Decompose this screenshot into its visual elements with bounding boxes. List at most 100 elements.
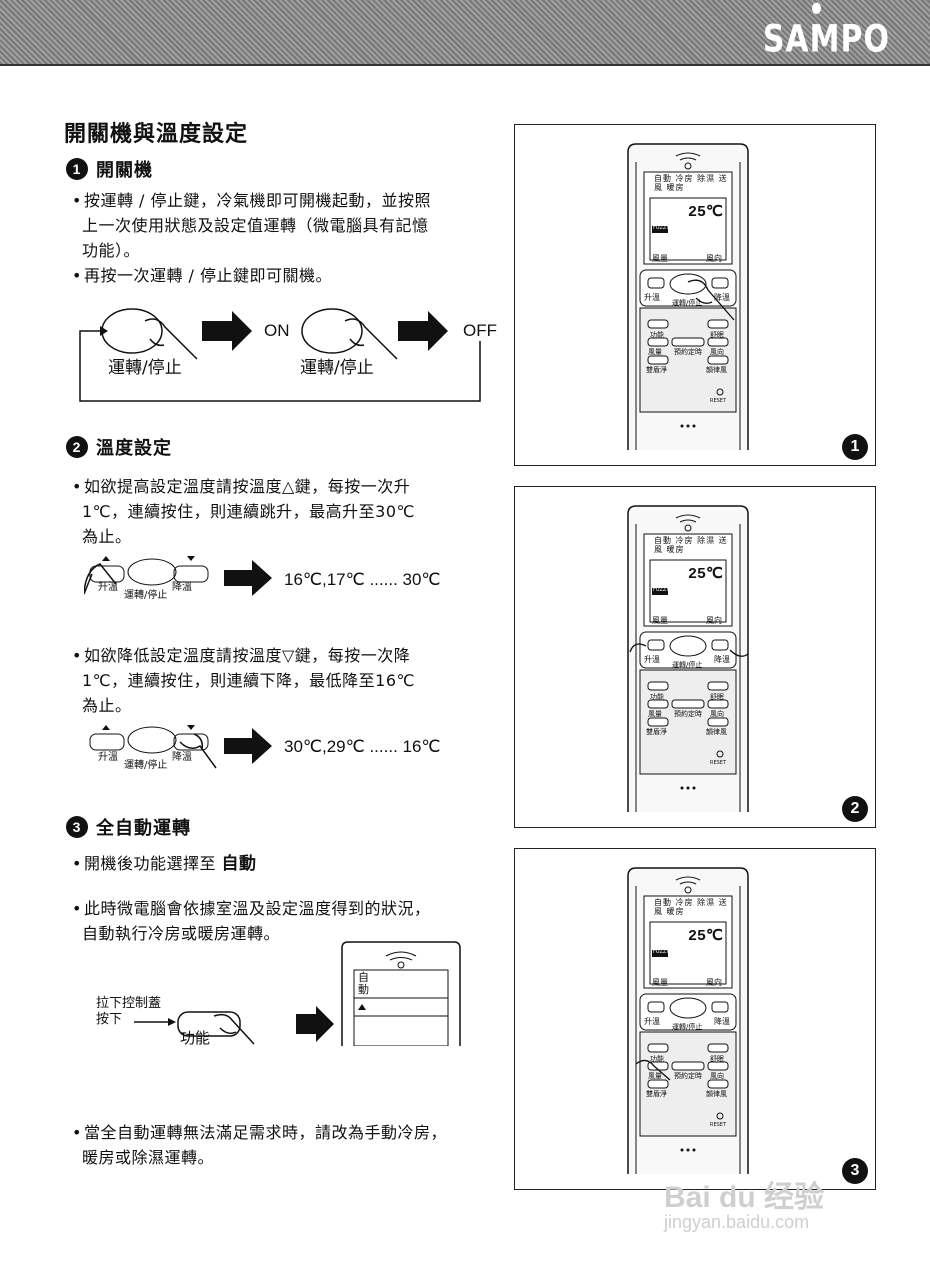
lcd-dir: 風向 (706, 978, 722, 987)
s2-up-line-3: 為止。 (82, 527, 132, 546)
btn-run[interactable]: 運轉/停止 (672, 1023, 703, 1031)
func-label: 功能 (180, 1029, 211, 1047)
header-rule (0, 64, 930, 66)
btn-reset[interactable]: RESET (710, 760, 727, 766)
s2-up-line-2: 1℃，連續按住，則連續跳升，最高升至30℃ (82, 502, 415, 521)
panel-badge-3: 3 (842, 1158, 868, 1184)
temp-down-diagram (89, 725, 272, 769)
btn-reset[interactable]: RESET (710, 398, 727, 404)
watermark-url: jingyan.baidu.com (664, 1212, 810, 1232)
btn-up[interactable]: 升溫 (644, 1017, 660, 1026)
lcd-temp: 25℃ (688, 204, 723, 221)
header-band (0, 0, 930, 64)
brand-logo: SAMPO (763, 2, 890, 61)
section2-heading: 2 溫度設定 (66, 434, 172, 460)
s2-down-line-3: 為止。 (82, 696, 132, 715)
btn-timer[interactable]: 預約定時 (674, 710, 702, 718)
btn-dir[interactable]: 風向 (710, 710, 724, 718)
run-stop-label-2: 運轉/停止 (300, 358, 374, 378)
section1-number: 1 (66, 158, 88, 180)
btn-reset[interactable]: RESET (710, 1122, 727, 1128)
section3-line2: 此時微電腦會依據室溫及設定溫度得到的狀況， 自動執行冷房或暖房運轉。 (72, 896, 512, 946)
btn-dir[interactable]: 風向 (710, 348, 724, 356)
btn-dir[interactable]: 風向 (710, 1072, 724, 1080)
btn-down[interactable]: 降溫 (714, 293, 730, 302)
s3-line1-emph: 自動 (221, 854, 257, 874)
btn-func[interactable]: 功能 (650, 331, 664, 339)
run-btn-label: 運轉/停止 (124, 590, 168, 601)
fuzzy-indicator: FUZZY (653, 949, 670, 955)
fuzzy-indicator: FUZZY (653, 587, 670, 593)
fuzzy-indicator: FUZZY (653, 225, 670, 231)
section2-title: 溫度設定 (96, 438, 172, 459)
on-off-diagram (79, 308, 481, 402)
btn-fan[interactable]: 風量 (648, 348, 662, 356)
s3-line1-prefix: 開機後功能選擇至 (72, 854, 216, 873)
btn-up[interactable]: 升溫 (644, 293, 660, 302)
section3-note: 當全自動運轉無法滿足需求時，請改為手動冷房， 暖房或除濕運轉。 (72, 1120, 512, 1170)
temp-up-diagram (84, 556, 272, 596)
section2-number: 2 (66, 436, 88, 458)
btn-clean[interactable]: 雙盾淨 (646, 1090, 667, 1098)
lcd-dir: 風向 (706, 254, 722, 263)
lcd-dir: 風向 (706, 616, 722, 625)
s2-down-line-1: 如欲降低設定溫度請按溫度▽鍵，每按一次降 (72, 643, 502, 668)
pull-down-label: 拉下控制蓋 按下 (96, 996, 161, 1028)
btn-clean[interactable]: 雙盾淨 (646, 366, 667, 374)
s3-note-a: 當全自動運轉無法滿足需求時，請改為手動冷房， (72, 1120, 512, 1145)
s1-line-2: 上一次使用狀態及設定值運轉（微電腦具有記憶 (82, 216, 429, 235)
lcd-fan: 風量 (652, 616, 668, 625)
section3-heading: 3 全自動運轉 (66, 814, 191, 840)
btn-func[interactable]: 功能 (650, 693, 664, 701)
page-title: 開關機與溫度設定 (64, 122, 249, 147)
btn-sleep[interactable]: 舒眠 (710, 1055, 724, 1063)
btn-clean[interactable]: 雙盾淨 (646, 728, 667, 736)
s3-note-b: 暖房或除濕運轉。 (82, 1148, 215, 1167)
on-label: ON (264, 321, 290, 340)
s2-down-line-2: 1℃，連續按住，則連續下降，最低降至16℃ (82, 671, 415, 690)
btn-run[interactable]: 運轉/停止 (672, 661, 703, 669)
s1-line-4: 再按一次運轉 / 停止鍵即可關機。 (72, 263, 502, 288)
btn-timer[interactable]: 預約定時 (674, 348, 702, 356)
btn-func[interactable]: 功能 (650, 1055, 664, 1063)
section3-line1: 開機後功能選擇至 自動 (72, 851, 512, 877)
lcd-fan: 風量 (652, 254, 668, 263)
pull-label-1: 拉下控制蓋 (96, 996, 162, 1011)
section3-number: 3 (66, 816, 88, 838)
mode-icons: 自動 冷房 除濕 送風 暖房 (654, 174, 728, 192)
btn-down[interactable]: 降溫 (714, 655, 730, 664)
remote-drawing-3: 自動 冷房 除濕 送風 暖房 25℃ FUZZY 風量 風向 升溫 運轉/停止 … (626, 866, 750, 1174)
mode-icons: 自動 冷房 除濕 送風 暖房 (654, 898, 728, 916)
up-sequence: 16℃,17℃ ...... 30℃ (284, 570, 441, 589)
btn-run[interactable]: 運轉/停止 (672, 299, 703, 307)
remote-outline (627, 505, 749, 812)
btn-sleep[interactable]: 舒眠 (710, 693, 724, 701)
run-stop-label-1: 運轉/停止 (108, 358, 182, 378)
pull-label-2: 按下 (96, 1012, 123, 1027)
s1-line-1: 按運轉 / 停止鍵，冷氣機即可開機起動，並按照 (72, 188, 502, 213)
off-label: OFF (463, 321, 497, 340)
btn-fan[interactable]: 風量 (648, 1072, 662, 1080)
btn-timer[interactable]: 預約定時 (674, 1072, 702, 1080)
btn-sleep[interactable]: 舒眠 (710, 331, 724, 339)
s3-line2-a: 此時微電腦會依據室溫及設定溫度得到的狀況， (72, 896, 512, 921)
watermark-brand: Bai du 经验 (664, 1181, 825, 1214)
mode-icons: 自動 冷房 除濕 送風 暖房 (654, 536, 728, 554)
section2-up-text: 如欲提高設定溫度請按溫度△鍵，每按一次升 1℃，連續按住，則連續跳升，最高升至3… (72, 474, 502, 549)
lcd-temp: 25℃ (688, 566, 723, 583)
up-btn-label: 升溫 (98, 582, 118, 593)
btn-rhythm[interactable]: 韻律風 (706, 366, 727, 374)
up-btn-label-2: 升溫 (98, 752, 118, 763)
btn-rhythm[interactable]: 韻律風 (706, 1090, 727, 1098)
section3-title: 全自動運轉 (96, 818, 191, 839)
section1-text: 按運轉 / 停止鍵，冷氣機即可開機起動，並按照 上一次使用狀態及設定值運轉（微電… (72, 188, 502, 288)
panel-badge-2: 2 (842, 796, 868, 822)
btn-down[interactable]: 降溫 (714, 1017, 730, 1026)
remote-drawing-1: 自動 冷房 除濕 送風 暖房 25℃ FUZZY 風量 風向 升溫 運轉/停止 … (626, 142, 750, 450)
btn-rhythm[interactable]: 韻律風 (706, 728, 727, 736)
btn-up[interactable]: 升溫 (644, 655, 660, 664)
down-btn-label-2: 降溫 (172, 752, 192, 763)
btn-fan[interactable]: 風量 (648, 710, 662, 718)
remote-drawing-2: 自動 冷房 除濕 送風 暖房 25℃ FUZZY 風量 風向 升溫 運轉/停止 … (626, 504, 750, 812)
lcd-fan: 風量 (652, 978, 668, 987)
